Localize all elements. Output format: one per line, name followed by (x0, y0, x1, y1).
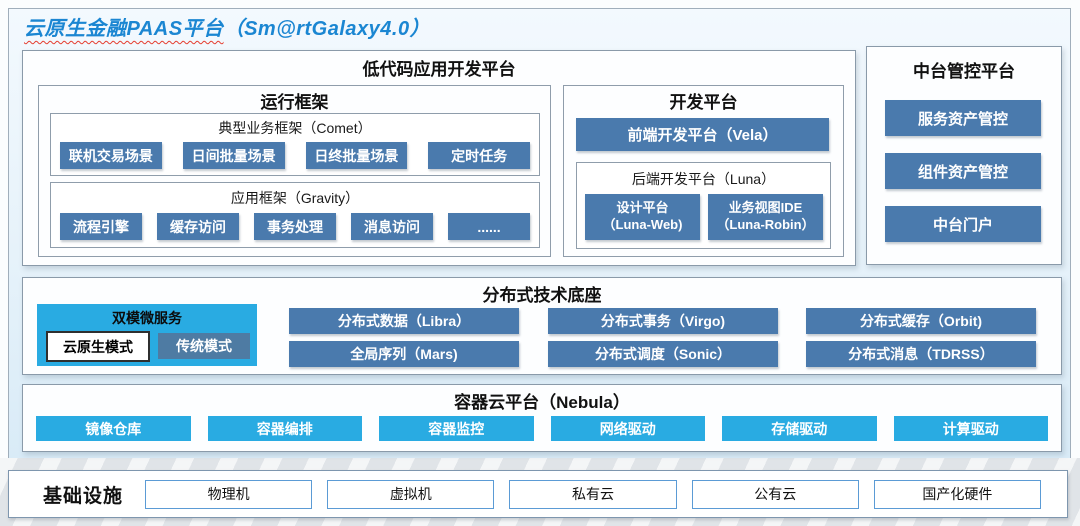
gravity-framework-box: 应用框架（Gravity） 流程引擎 缓存访问 事务处理 消息访问 ...... (50, 182, 540, 248)
block-endofday-batch: 日终批量场景 (305, 142, 408, 169)
block-private-cloud: 私有云 (509, 479, 677, 509)
luna-web-line1: 设计平台 (616, 200, 669, 216)
block-service-asset-control: 服务资产管控 (885, 100, 1041, 136)
block-online-transaction: 联机交易场景 (60, 142, 162, 169)
luna-backend-box: 后端开发平台（Luna） 设计平台 （Luna-Web) 业务视图IDE （Lu… (576, 162, 831, 249)
container-platform-box: 容器云平台（Nebula） 镜像仓库 容器编排 容器监控 网络驱动 存储驱动 计… (22, 384, 1062, 452)
infrastructure-items-row: 物理机 虚拟机 私有云 公有云 国产化硬件 (145, 479, 1042, 509)
distributed-base-title: 分布式技术底座 (482, 286, 602, 305)
block-global-sequence: 全局序列（Mars) (289, 341, 519, 367)
block-image-repository: 镜像仓库 (36, 416, 191, 441)
block-compute-driver: 计算驱动 (893, 416, 1048, 441)
gravity-framework-title: 应用框架（Gravity） (230, 190, 360, 206)
block-cloud-native-mode: 云原生模式 (46, 331, 150, 362)
block-domestic-hardware: 国产化硬件 (873, 479, 1042, 509)
gravity-buttons-row: 流程引擎 缓存访问 事务处理 消息访问 ...... (60, 213, 530, 240)
runtime-framework-title: 运行框架 (260, 93, 329, 112)
infrastructure-title: 基础设施 (43, 485, 124, 507)
dual-mode-microservice-box: 双模微服务 云原生模式 传统模式 (37, 304, 257, 366)
comet-buttons-row: 联机交易场景 日间批量场景 日终批量场景 定时任务 (60, 142, 530, 169)
midplatform-title: 中台管控平台 (913, 62, 1015, 81)
distributed-base-box: 分布式技术底座 双模微服务 云原生模式 传统模式 分布式数据（Libra） 分布… (22, 277, 1062, 375)
block-traditional-mode: 传统模式 (158, 333, 250, 359)
block-process-engine: 流程引擎 (60, 213, 142, 240)
block-public-cloud: 公有云 (691, 479, 859, 509)
luna-robin-line1: 业务视图IDE (728, 200, 803, 216)
block-container-orchestration: 容器编排 (207, 416, 362, 441)
block-luna-robin: 业务视图IDE （Luna-Robin） (708, 194, 823, 240)
dual-mode-title: 双模微服务 (112, 310, 182, 326)
block-distributed-cache: 分布式缓存（Orbit) (806, 308, 1036, 334)
luna-web-line2: （Luna-Web) (602, 217, 683, 232)
luna-backend-title: 后端开发平台（Luna） (631, 171, 776, 187)
block-container-monitoring: 容器监控 (379, 416, 534, 441)
page-title: 云原生金融PAAS平台（Sm@rtGalaxy4.0） (24, 12, 430, 41)
midplatform-box: 中台管控平台 服务资产管控 组件资产管控 中台门户 (866, 46, 1062, 265)
block-distributed-message: 分布式消息（TDRSS） (806, 341, 1036, 367)
comet-framework-box: 典型业务框架（Comet） 联机交易场景 日间批量场景 日终批量场景 定时任务 (50, 113, 540, 176)
block-distributed-scheduling: 分布式调度（Sonic） (548, 341, 778, 367)
block-distributed-data: 分布式数据（Libra） (289, 308, 519, 334)
block-ellipsis: ...... (448, 213, 530, 240)
block-physical-machine: 物理机 (145, 479, 313, 509)
luna-robin-line2: （Luna-Robin） (716, 217, 815, 232)
low-code-platform-title: 低代码应用开发平台 (362, 60, 516, 79)
low-code-platform-box: 低代码应用开发平台 运行框架 典型业务框架（Comet） 联机交易场景 日间批量… (22, 50, 856, 266)
block-message-access: 消息访问 (351, 213, 433, 240)
block-storage-driver: 存储驱动 (722, 416, 877, 441)
container-buttons-row: 镜像仓库 容器编排 容器监控 网络驱动 存储驱动 计算驱动 (36, 416, 1048, 441)
page-title-main: 云原生金融PAAS平台 (24, 18, 224, 40)
block-component-asset-control: 组件资产管控 (885, 153, 1041, 189)
dev-platform-title: 开发平台 (669, 93, 738, 112)
infrastructure-box: 基础设施 物理机 虚拟机 私有云 公有云 国产化硬件 (8, 470, 1068, 518)
runtime-framework-box: 运行框架 典型业务框架（Comet） 联机交易场景 日间批量场景 日终批量场景 … (38, 85, 551, 257)
page-title-sub: （Sm@rtGalaxy4.0） (223, 18, 431, 40)
block-cache-access: 缓存访问 (157, 213, 239, 240)
block-midplatform-portal: 中台门户 (885, 206, 1041, 242)
block-vela-frontend: 前端开发平台（Vela） (576, 118, 829, 151)
block-transaction-processing: 事务处理 (254, 213, 336, 240)
block-virtual-machine: 虚拟机 (327, 479, 495, 509)
block-luna-web: 设计平台 （Luna-Web) (585, 194, 700, 240)
block-distributed-transaction: 分布式事务（Virgo) (548, 308, 778, 334)
container-platform-title: 容器云平台（Nebula） (454, 393, 630, 412)
block-daytime-batch: 日间批量场景 (182, 142, 285, 169)
block-scheduled-task: 定时任务 (428, 142, 530, 169)
block-network-driver: 网络驱动 (550, 416, 705, 441)
comet-framework-title: 典型业务框架（Comet） (218, 120, 372, 136)
dev-platform-box: 开发平台 前端开发平台（Vela） 后端开发平台（Luna） 设计平台 （Lun… (563, 85, 844, 257)
